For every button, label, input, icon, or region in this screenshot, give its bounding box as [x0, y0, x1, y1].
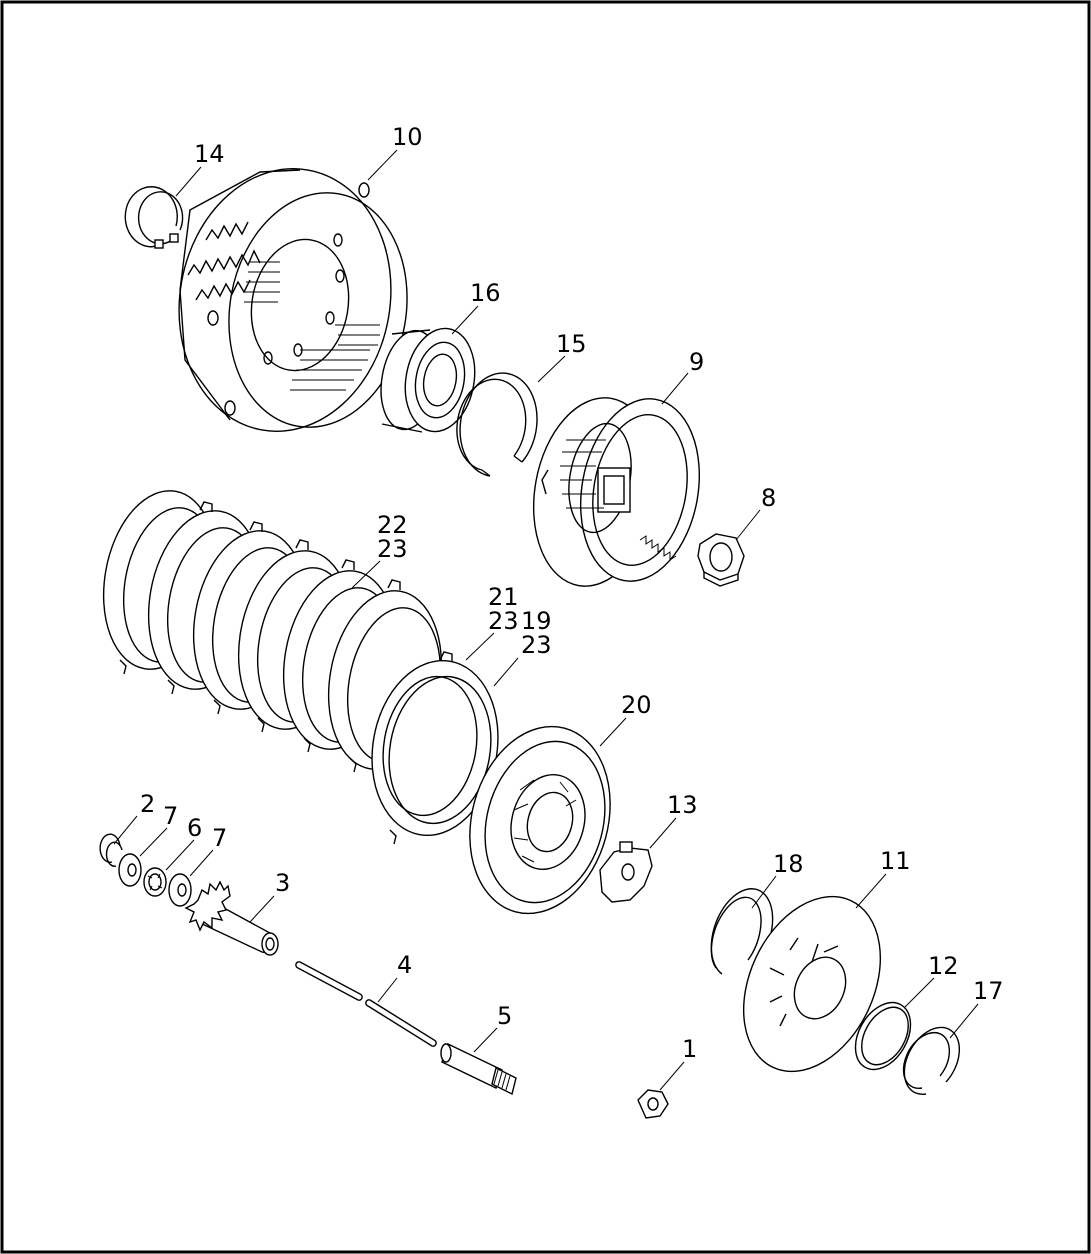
callout-7-left: 7: [163, 802, 178, 830]
callout-3: 3: [275, 869, 290, 897]
callout-23-top: 23: [377, 535, 408, 563]
callout-19: 19: [521, 607, 552, 635]
part-8-hex-nut: [697, 533, 745, 587]
part-17-retaining-ring: [902, 1026, 961, 1095]
callout-4: 4: [397, 951, 412, 979]
part-4-push-rods: [295, 961, 437, 1047]
leader-lines: [113, 149, 979, 1091]
part-15-snap-ring: [456, 372, 538, 477]
callout-labels: 14 10 16 15 9 8 22 23 21 23 19 23 20 13 …: [140, 123, 1004, 1063]
part-7-washer-left: [118, 853, 142, 887]
part-12-ring: [854, 1001, 912, 1071]
part-20-pressure-plate: [469, 725, 611, 915]
part-7-washer-right: [168, 873, 192, 907]
callout-18: 18: [773, 850, 804, 878]
part-10-clutch-shell: [178, 168, 408, 432]
callout-12: 12: [928, 952, 959, 980]
part-5-adjusting-screw: [440, 1043, 517, 1096]
part-6-thrust-bearing: [143, 867, 167, 897]
callout-1: 1: [682, 1035, 697, 1063]
callout-21: 21: [488, 583, 519, 611]
part-16-bearing: [380, 327, 476, 433]
part-11-spring-plate: [742, 895, 882, 1073]
callout-16: 16: [470, 279, 501, 307]
callout-23-low: 23: [521, 631, 552, 659]
callout-22: 22: [377, 511, 408, 539]
part-3-release-shaft: [184, 880, 279, 956]
callout-13: 13: [667, 791, 698, 819]
callout-15: 15: [556, 330, 587, 358]
callout-17: 17: [973, 977, 1004, 1005]
callout-20: 20: [621, 691, 652, 719]
callout-5: 5: [497, 1002, 512, 1030]
clutch-plate-stack: [102, 490, 499, 845]
callout-6: 6: [187, 814, 202, 842]
part-14-retaining-ring: [124, 186, 184, 249]
part-1-nut: [637, 1089, 669, 1119]
part-2-retaining-ring: [99, 833, 123, 867]
callout-7-right: 7: [212, 824, 227, 852]
callout-11: 11: [880, 847, 911, 875]
callout-10: 10: [392, 123, 423, 151]
part-13-adjusting-plate: [599, 841, 653, 903]
part-9-clutch-hub: [532, 397, 701, 587]
callout-9: 9: [689, 348, 704, 376]
callout-14: 14: [194, 140, 225, 168]
callout-23-mid: 23: [488, 607, 519, 635]
callout-2: 2: [140, 790, 155, 818]
callout-8: 8: [761, 484, 776, 512]
